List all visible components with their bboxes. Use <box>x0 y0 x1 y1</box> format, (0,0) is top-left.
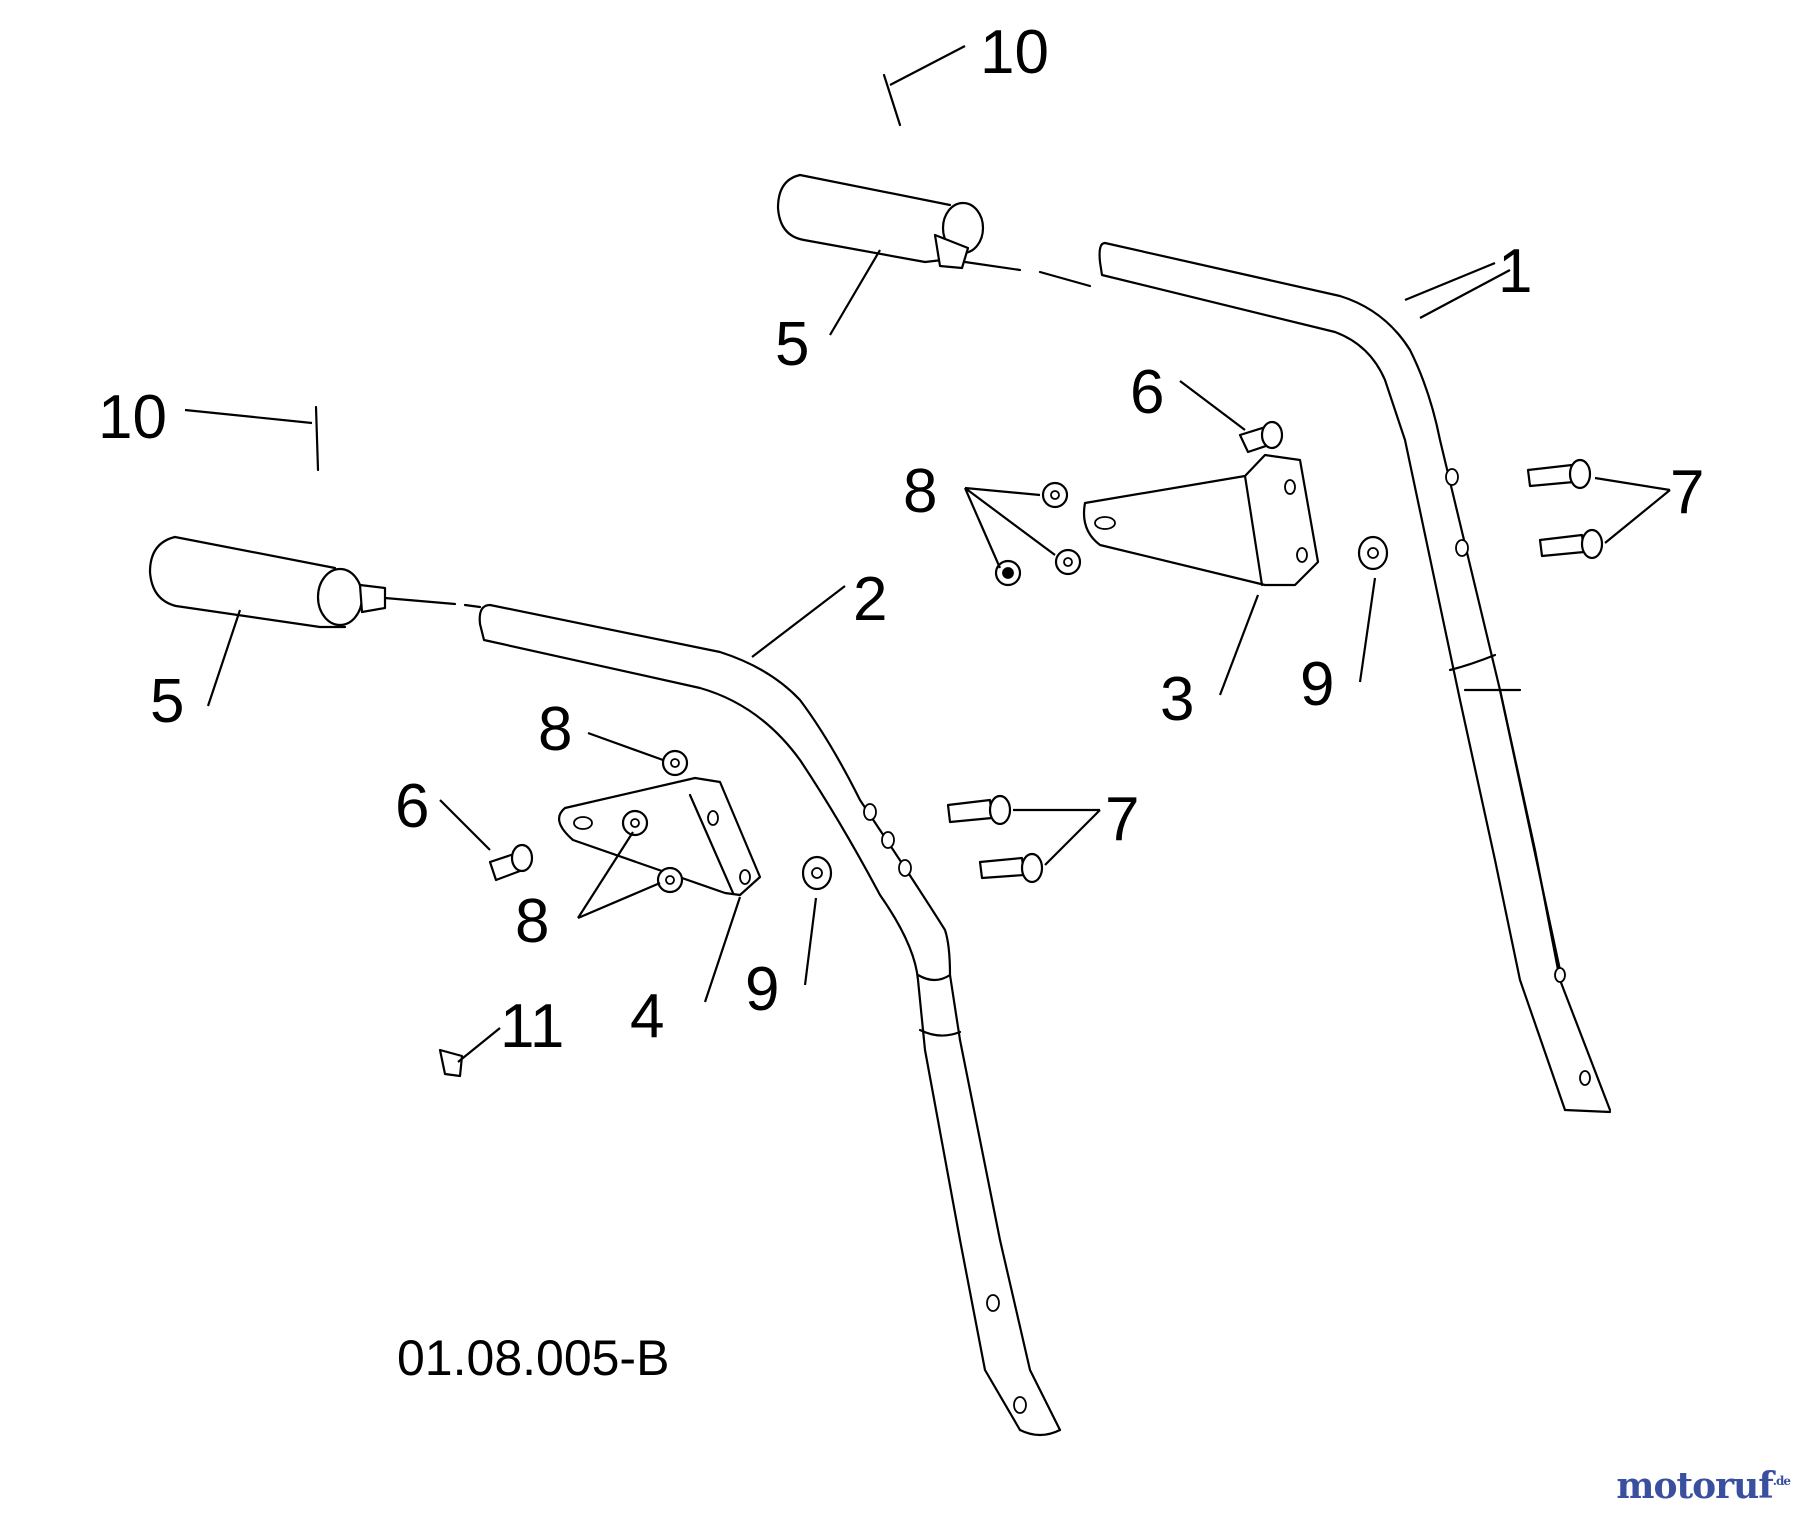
drawing-code: 01.08.005-B <box>397 1330 669 1386</box>
callout-6-lower: 6 <box>395 772 429 841</box>
hardware <box>314 73 1604 1078</box>
callout-1: 1 <box>1498 237 1532 306</box>
watermark-tld: .de <box>1772 1474 1791 1488</box>
callout-4: 4 <box>630 982 664 1051</box>
callout-9-upper: 9 <box>1300 650 1334 719</box>
callout-2: 2 <box>853 565 887 634</box>
callout-8-lower-bottom: 8 <box>515 887 549 956</box>
callout-9-lower: 9 <box>745 955 779 1024</box>
bracket-part-4 <box>557 776 762 897</box>
callout-11: 11 <box>500 992 564 1061</box>
handle-upper-part-1 <box>1098 241 1612 1114</box>
callout-10-lower: 10 <box>98 383 167 452</box>
handle-lower-part-2 <box>478 603 1062 1437</box>
callout-3: 3 <box>1160 665 1194 734</box>
callout-10-upper: 10 <box>980 18 1049 87</box>
watermark-main: motoruf <box>1616 1465 1773 1507</box>
grip-lower-part-5 <box>148 535 482 629</box>
callout-8-lower-top: 8 <box>538 695 572 764</box>
callout-labels: 1 2 3 4 5 5 6 6 7 7 8 8 8 9 9 10 10 11 <box>98 18 1704 1061</box>
leader-lines <box>184 45 1671 1063</box>
watermark-logo: motoruf.de <box>1616 1465 1791 1507</box>
callout-5-upper: 5 <box>775 310 809 379</box>
callout-8-upper: 8 <box>903 457 937 526</box>
callout-5-lower: 5 <box>150 667 184 736</box>
callout-6-upper: 6 <box>1130 358 1164 427</box>
bracket-part-3 <box>1082 453 1320 587</box>
callout-7-lower: 7 <box>1105 785 1139 854</box>
callout-7-upper: 7 <box>1670 458 1704 527</box>
grip-upper-part-5 <box>776 173 1092 288</box>
